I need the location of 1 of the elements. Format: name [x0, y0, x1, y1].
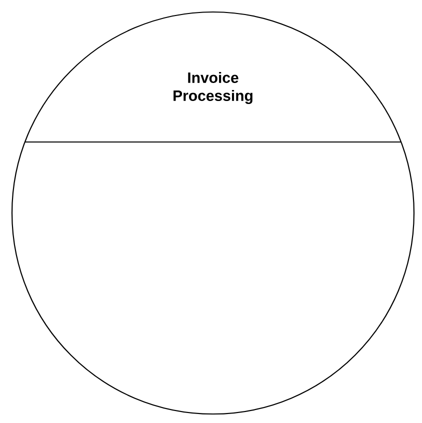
circle-node: Invoice Processing — [11, 11, 415, 415]
